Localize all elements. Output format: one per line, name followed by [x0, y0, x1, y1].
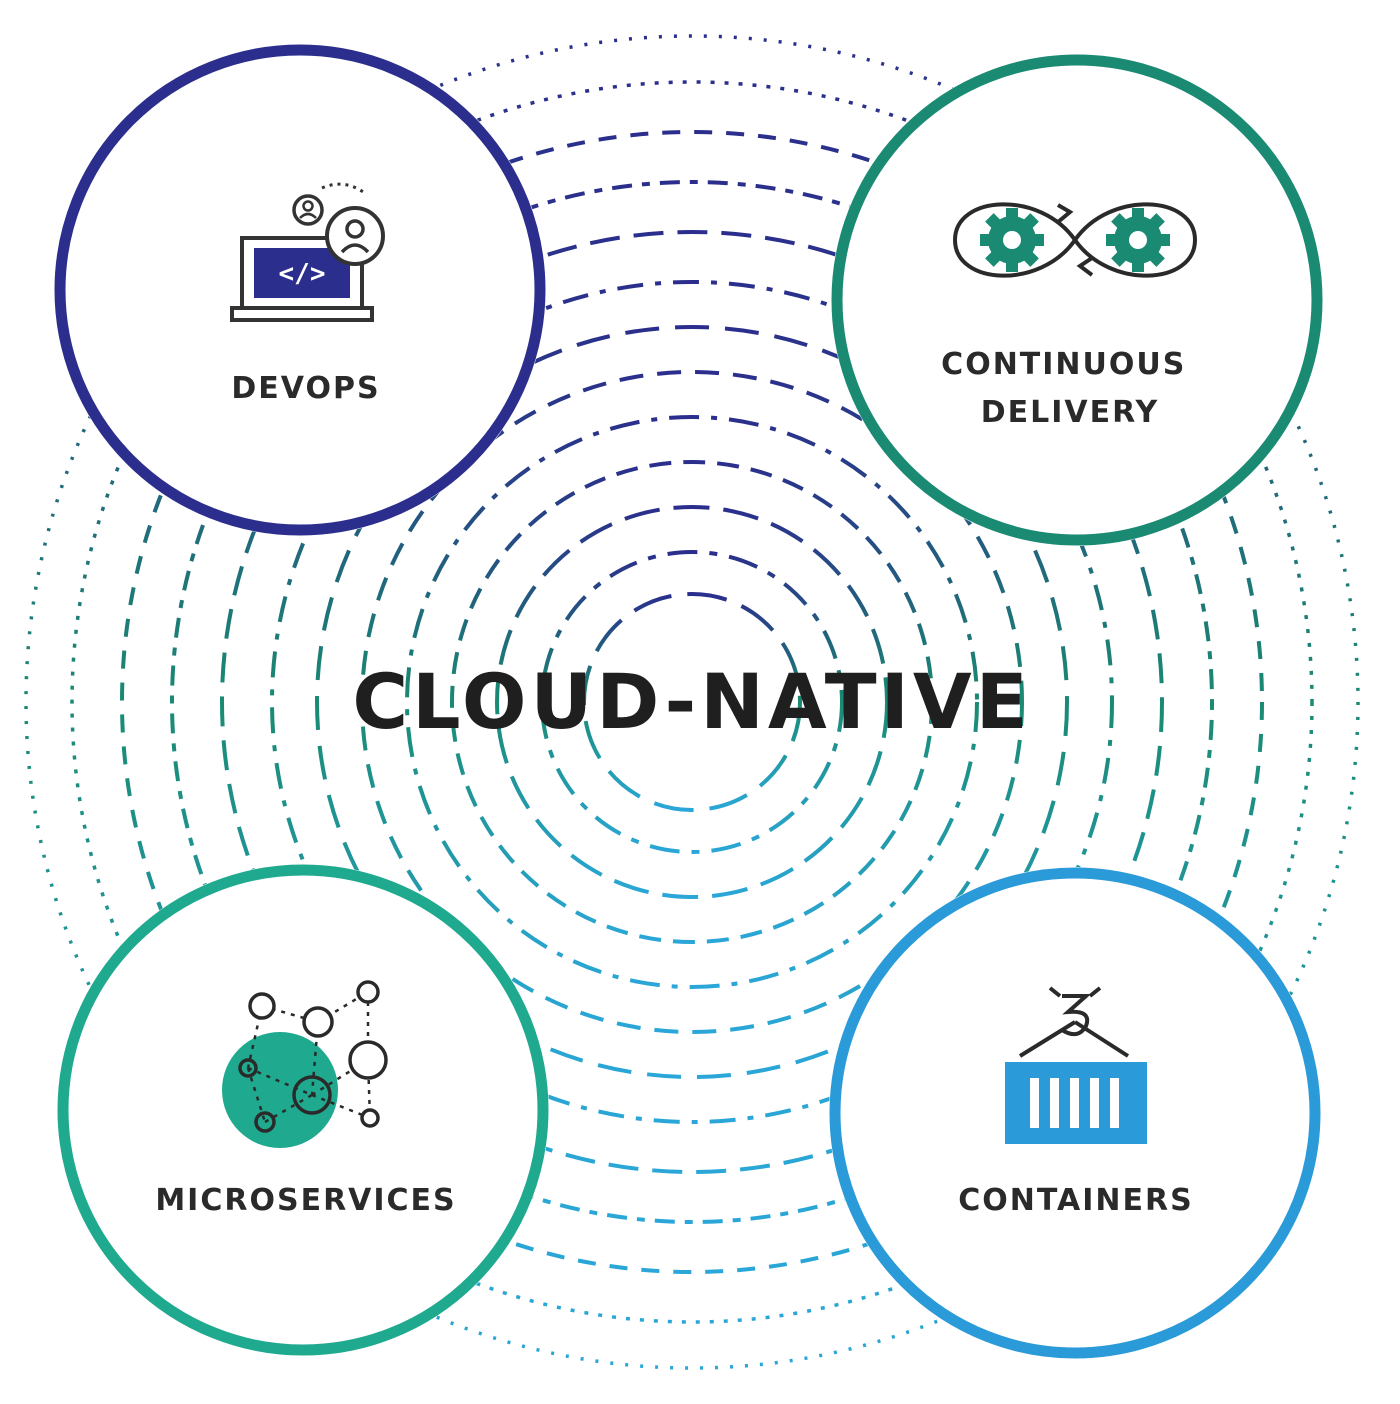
ring-4 — [450, 460, 934, 944]
node-containers: CONTAINERS — [829, 867, 1321, 1359]
containers-label: CONTAINERS — [958, 1183, 1193, 1218]
devops-label-line: DEVOPS — [231, 371, 380, 406]
network-nodes-icon — [222, 980, 388, 1148]
continuous-delivery-label-line-1: CONTINUOUS — [941, 347, 1186, 382]
ring-8 — [270, 280, 1114, 1124]
node-microservices: MICROSERVICES — [57, 864, 549, 1356]
microservices-label: MICROSERVICES — [155, 1183, 456, 1218]
ring-10 — [170, 180, 1214, 1224]
ring-3 — [495, 505, 889, 899]
node-devops: </> DEVOPS — [54, 44, 546, 536]
concentric-rings — [24, 34, 1360, 1370]
continuous-delivery-label: CONTINUOUS DELIVERY — [941, 347, 1199, 430]
shipping-container-hook-icon — [1005, 986, 1147, 1144]
ring-5 — [405, 415, 979, 989]
svg-text:</>: </> — [279, 259, 326, 289]
center-title: CLOUD-NATIVE — [352, 657, 1031, 746]
microservices-circle — [57, 864, 549, 1356]
ring-2 — [540, 550, 844, 854]
ring-12 — [70, 80, 1314, 1324]
continuous-delivery-circle — [831, 54, 1323, 546]
ring-11 — [120, 130, 1264, 1274]
containers-label-line: CONTAINERS — [958, 1183, 1193, 1218]
ring-7 — [315, 325, 1069, 1079]
ring-9 — [220, 230, 1164, 1174]
continuous-delivery-label-line-2: DELIVERY — [981, 395, 1160, 430]
laptop-code-users-icon: </> — [230, 182, 385, 322]
devops-label: DEVOPS — [231, 371, 380, 406]
devops-circle — [54, 44, 546, 536]
ring-1 — [582, 592, 802, 812]
containers-circle — [829, 867, 1321, 1359]
ring-6 — [360, 370, 1024, 1034]
ring-13 — [24, 34, 1360, 1370]
microservices-label-line: MICROSERVICES — [155, 1183, 456, 1218]
